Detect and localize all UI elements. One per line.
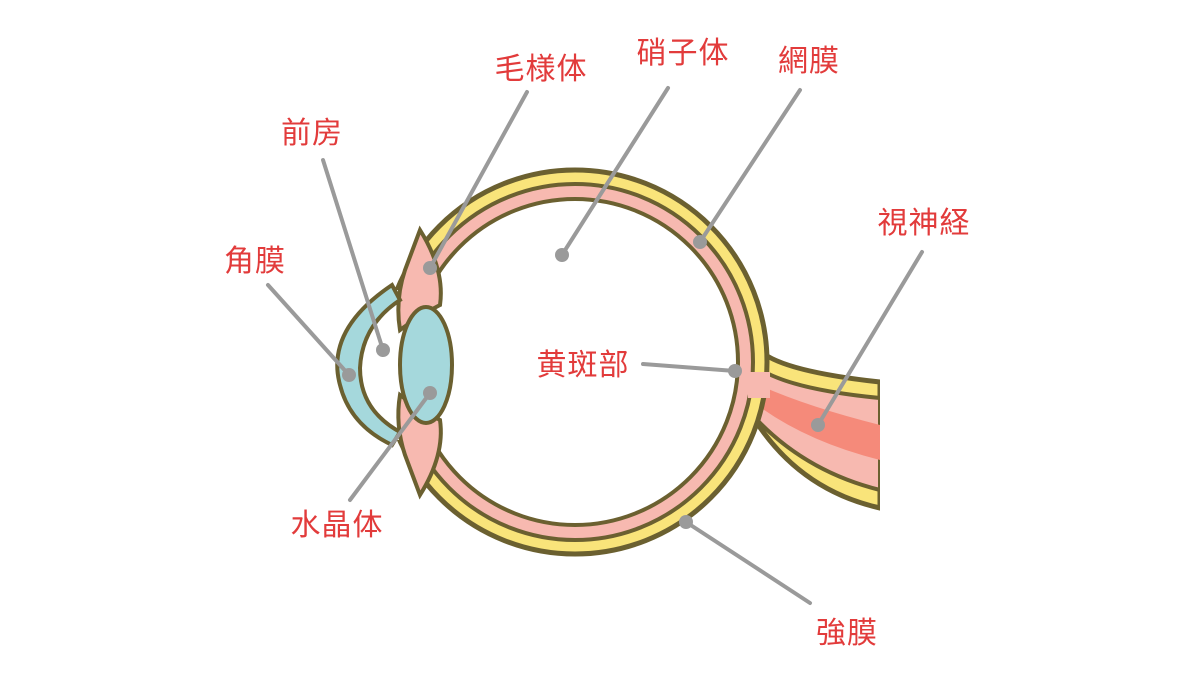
label-lens: 水晶体	[290, 508, 384, 543]
leader-sclera	[679, 515, 812, 605]
label-vitreous-body: 硝子体	[636, 36, 730, 71]
leader-retina	[693, 88, 802, 249]
leader-vitreous-body	[555, 86, 670, 262]
optic-nerve-shape	[746, 336, 900, 520]
eyeball-shape	[370, 167, 770, 557]
label-optic-nerve: 視神経	[877, 206, 971, 241]
leader-ciliary-body	[423, 90, 529, 275]
leader-cornea	[266, 283, 356, 382]
label-cornea: 角膜	[224, 244, 286, 279]
label-sclera: 強膜	[816, 616, 878, 651]
leader-lens	[348, 386, 437, 502]
leader-optic-nerve	[811, 250, 924, 432]
label-retina: 網膜	[778, 44, 840, 79]
lens-shape	[398, 305, 454, 425]
leader-macula	[641, 362, 742, 378]
leader-anterior-chamber	[321, 158, 390, 357]
label-anterior-chamber: 前房	[281, 116, 343, 151]
label-macula: 黄斑部	[536, 348, 630, 383]
label-ciliary-body: 毛様体	[494, 52, 588, 87]
